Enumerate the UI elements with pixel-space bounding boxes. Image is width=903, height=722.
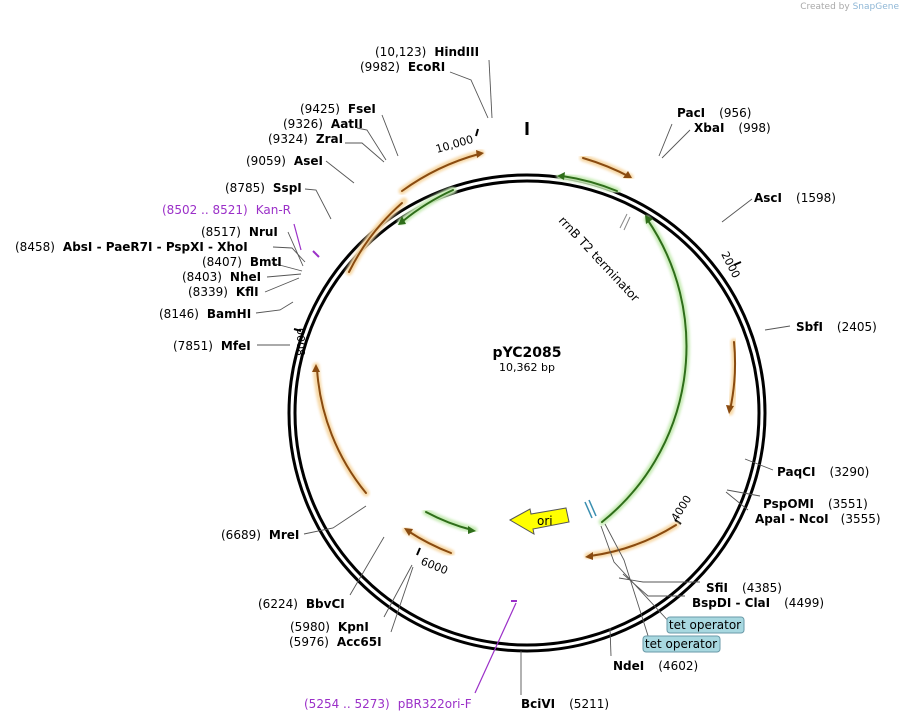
primer-pbr322ori-f-label: (5254 .. 5273)pBR322ori-F — [304, 697, 472, 711]
site-bcivi: BciVI(5211) — [521, 697, 609, 711]
site-asci: AscI(1598) — [754, 191, 836, 205]
site-leaders — [255, 59, 791, 695]
terminator-mark — [619, 213, 631, 231]
green-features — [397, 172, 690, 534]
site-kfli: (8339)KflI — [188, 285, 259, 299]
site-xhoi-group: (8458)AbsI - PaeR7I - PspXI - XhoI — [15, 240, 248, 254]
tick-label-6000: 6000 — [419, 555, 450, 578]
primer-kan-r-label: (8502 .. 8521)Kan-R — [162, 203, 291, 217]
primer-kan-r — [293, 223, 320, 258]
ori-label: ori — [537, 514, 553, 528]
operator-box-1: tet operator — [666, 616, 745, 634]
site-pspomi: PspOMI(3551) — [763, 497, 868, 511]
orange-features — [312, 149, 739, 560]
scale-ticks — [293, 128, 742, 556]
site-xbai: XbaI(998) — [694, 121, 771, 135]
site-paci: PacI(956) — [677, 106, 751, 120]
ori-feature: ori — [508, 507, 570, 535]
site-asei: (9059)AseI — [246, 154, 323, 168]
site-ncoi-group: ApaI - NcoI(3555) — [755, 512, 881, 526]
site-bmti: (8407)BmtI — [202, 255, 282, 269]
operator-leaders — [600, 523, 673, 643]
tick-label-10000: 10,000 — [434, 133, 475, 156]
site-hindiii: (10,123)HindIII — [375, 45, 479, 59]
site-bbvci: (6224)BbvCI — [258, 597, 345, 611]
terminator-label: rrnB T2 terminator — [556, 213, 642, 304]
operator-label-2: tet operator — [645, 637, 717, 651]
operator-label-1: tet operator — [669, 618, 741, 632]
snapgene-credit: Created by SnapGene — [800, 2, 899, 12]
snapgene-logo: SnapGene — [852, 2, 899, 12]
site-kpni: (5980)KpnI — [290, 620, 369, 634]
site-mrei: (6689)MreI — [221, 528, 299, 542]
site-ndei: NdeI(4602) — [613, 659, 698, 673]
plasmid-backbone — [287, 173, 767, 653]
operator-box-2: tet operator — [642, 635, 721, 653]
site-fsei: (9425)FseI — [300, 102, 376, 116]
plasmid-name: pYC2085 — [493, 345, 562, 361]
operator-marks — [584, 499, 597, 519]
site-acc65i: (5976)Acc65I — [289, 635, 382, 649]
site-mfei: (7851)MfeI — [173, 339, 251, 353]
site-sbfi: SbfI(2405) — [796, 320, 877, 334]
site-clai-group: BspDI - ClaI(4499) — [692, 596, 824, 610]
credit-prefix: Created by — [800, 2, 850, 12]
site-bamhi: (8146)BamHI — [159, 307, 251, 321]
site-nhei: (8403)NheI — [182, 270, 261, 284]
site-ecori: (9982)EcoRI — [360, 60, 445, 74]
site-sfii: SfiI(4385) — [706, 581, 782, 595]
site-sspi: (8785)SspI — [225, 181, 302, 195]
plasmid-length: 10,362 bp — [499, 361, 555, 374]
tick-label-8000: 8000 — [295, 328, 308, 356]
primer-pbr322ori-f — [474, 600, 517, 694]
tick-label-4000: 4000 — [669, 493, 695, 524]
site-nrui: (8517)NruI — [201, 225, 278, 239]
site-zrai: (9324)ZraI — [268, 132, 343, 146]
site-aatii: (9326)AatII — [283, 117, 363, 131]
site-paqci: PaqCI(3290) — [777, 465, 869, 479]
